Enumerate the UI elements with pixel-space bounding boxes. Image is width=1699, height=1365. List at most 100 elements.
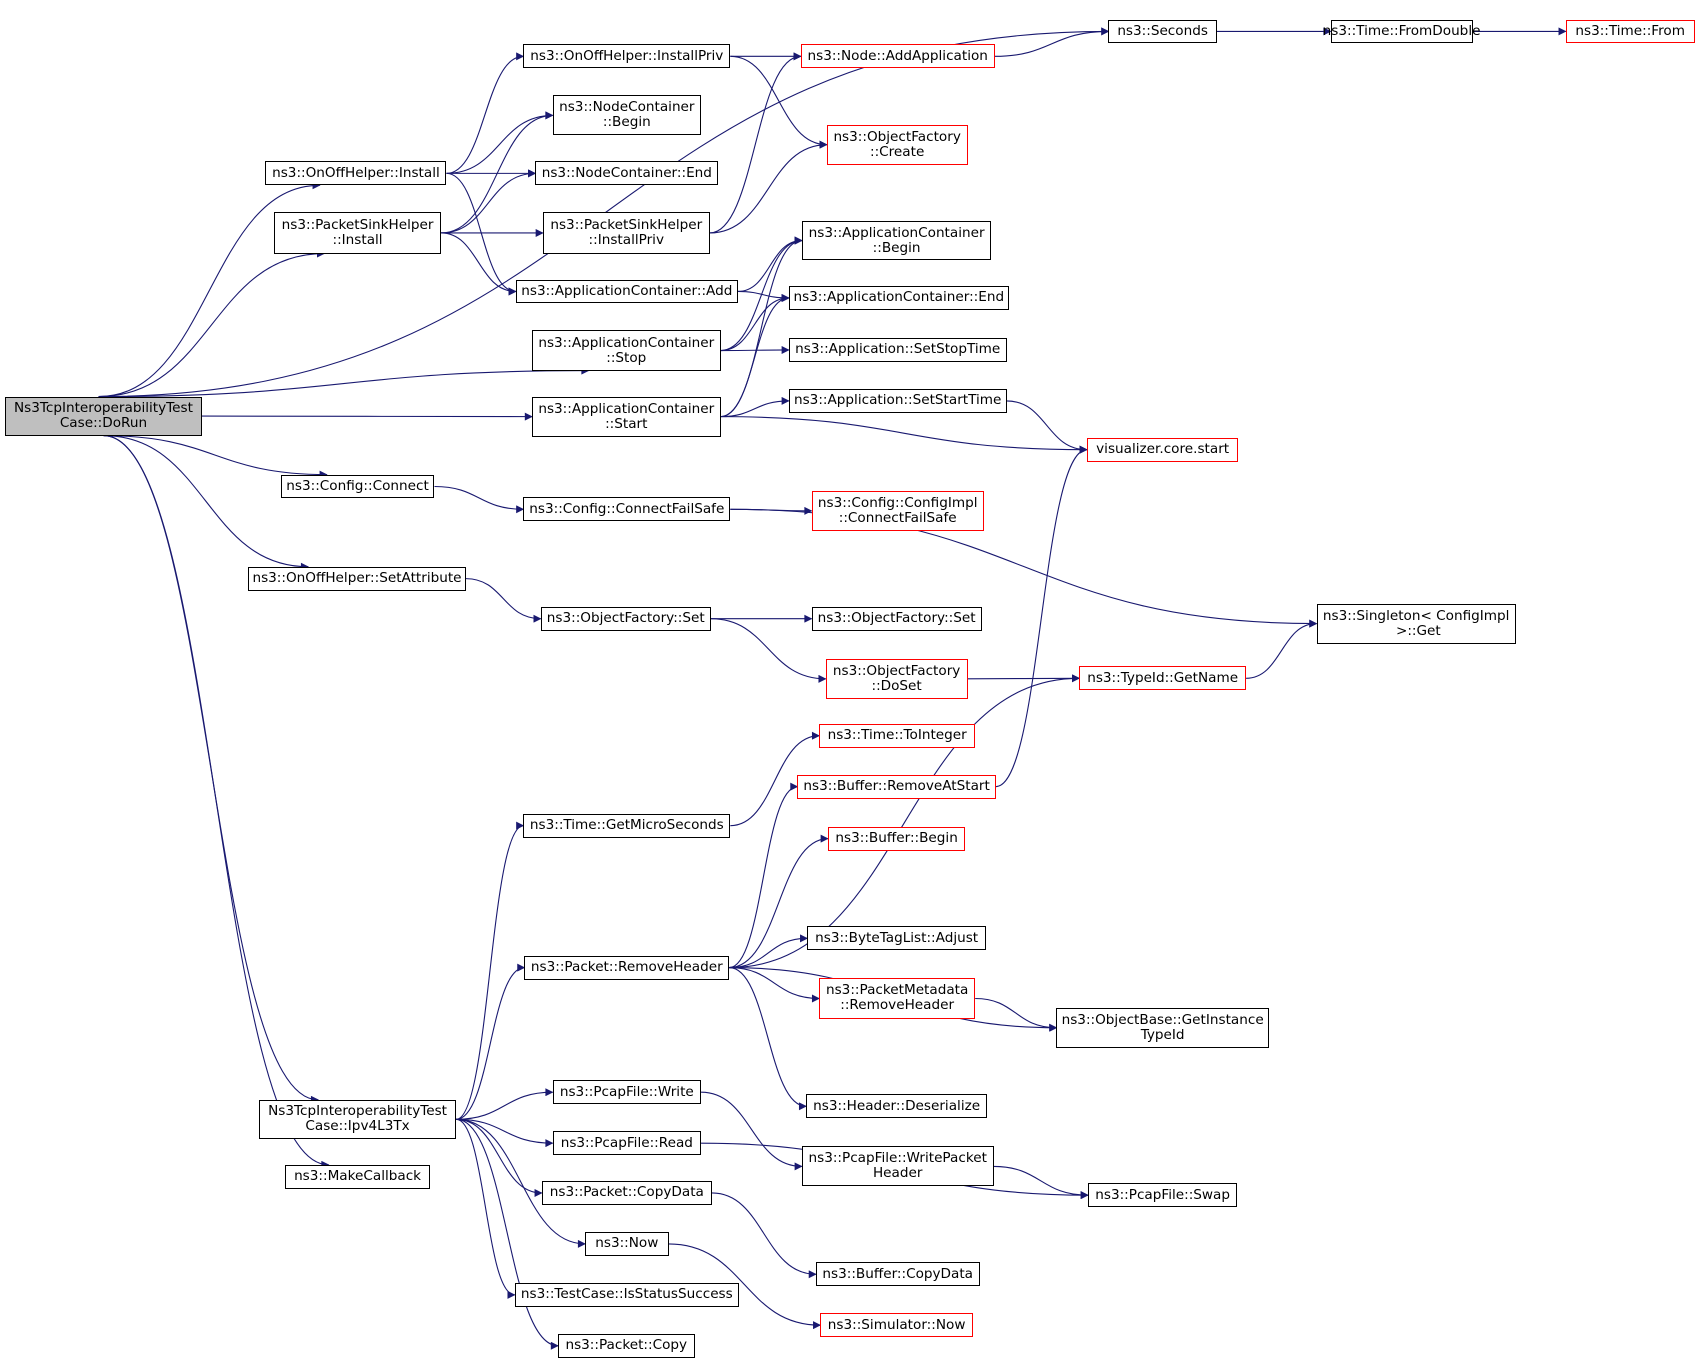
node-fromdouble[interactable]: ns3::Time::FromDouble — [1323, 19, 1480, 44]
edge-pkt-removeheader-to-btl-adjust — [729, 934, 809, 969]
node-app-setstop[interactable]: ns3::Application::SetStopTime — [788, 338, 1007, 362]
node-ac-end[interactable]: ns3::ApplicationContainer::End — [788, 286, 1009, 310]
edge-ipv4l3tx-to-pkt-copy — [456, 1118, 559, 1350]
node-nc-begin[interactable]: ns3::NodeContainer::Begin — [552, 95, 702, 136]
node-hdr-deserialize[interactable]: ns3::Header::Deserialize — [806, 1094, 988, 1119]
edge-psh-install-to-nc-begin — [441, 111, 554, 234]
edge-app-setstart-to-viz-start — [1006, 400, 1088, 454]
node-label-line: TypeId — [1140, 1026, 1185, 1043]
edge-pm-removeheader-to-ob-getinstance — [975, 997, 1058, 1032]
node-cfgimpl-connectfs[interactable]: ns3::Config::ConfigImpl::ConnectFailSafe — [811, 490, 984, 531]
node-pkt-removeheader[interactable]: ns3::Packet::RemoveHeader — [524, 955, 730, 980]
edge-ac-stop-to-ac-begin — [720, 236, 803, 352]
node-label-line: ns3::Time::GetMicroSeconds — [529, 817, 724, 834]
node-tc-isstatussuccess[interactable]: ns3::TestCase::IsStatusSuccess — [514, 1282, 739, 1307]
edge-pkt-removeheader-to-pm-removeheader — [729, 967, 820, 1003]
node-label-line: ns3::Node::AddApplication — [807, 47, 988, 64]
node-label-line: ns3::OnOffHelper::SetAttribute — [252, 570, 462, 587]
edge-ipv4l3tx-to-pkt-copydata — [456, 1118, 543, 1197]
node-buf-begin[interactable]: ns3::Buffer::Begin — [827, 826, 966, 851]
node-pcap-read[interactable]: ns3::PcapFile::Read — [552, 1131, 702, 1156]
node-label-line: ::Create — [869, 143, 925, 160]
edge-onoff-installpriv-to-of-create — [730, 55, 828, 149]
node-label-line: Ns3TcpInteroperabilityTest — [268, 1103, 448, 1120]
node-btl-adjust[interactable]: ns3::ByteTagList::Adjust — [807, 926, 987, 951]
edge-onoff-install-to-onoff-installpriv — [446, 52, 525, 174]
node-seconds[interactable]: ns3::Seconds — [1108, 19, 1217, 44]
node-viz-start[interactable]: visualizer.core.start — [1086, 437, 1239, 462]
node-label-line: ns3::Application::SetStartTime — [793, 392, 1002, 409]
node-label-line: ns3::Buffer::Begin — [835, 830, 958, 847]
node-singleton-get[interactable]: ns3::Singleton< ConfigImpl >::Get — [1316, 603, 1516, 644]
node-typeid-getname[interactable]: ns3::TypeId::GetName — [1079, 666, 1247, 691]
node-label-line: ::InstallPriv — [588, 231, 664, 248]
edge-root-to-onoff-install — [98, 181, 321, 398]
node-cfg-connectfs[interactable]: ns3::Config::ConnectFailSafe — [523, 497, 731, 522]
node-label-line: ns3::Time::FromDouble — [1322, 22, 1481, 39]
node-pcap-write[interactable]: ns3::PcapFile::Write — [552, 1080, 702, 1105]
node-label-line: ns3::ApplicationContainer — [538, 334, 715, 351]
node-ac-stop[interactable]: ns3::ApplicationContainer::Stop — [532, 330, 721, 371]
edge-typeid-getname-to-singleton-get — [1246, 619, 1318, 679]
node-label-line: ns3::ObjectFactory::Set — [817, 610, 976, 627]
node-ac-add[interactable]: ns3::ApplicationContainer::Add — [515, 279, 738, 304]
edge-onoff-install-to-nc-begin — [446, 111, 554, 174]
node-of-set[interactable]: ns3::ObjectFactory::Set — [540, 606, 711, 631]
node-label-line: ns3::Seconds — [1117, 22, 1208, 39]
edge-pcap-write-to-pcap-writepkthdr — [701, 1091, 803, 1171]
node-sim-now[interactable]: ns3::Simulator::Now — [820, 1313, 973, 1338]
node-label-line: Header — [872, 1165, 923, 1182]
node-label-line: ns3::ObjectBase::GetInstance — [1061, 1011, 1264, 1028]
node-label-line: ::Stop — [606, 349, 647, 366]
node-onoff-setattr[interactable]: ns3::OnOffHelper::SetAttribute — [248, 566, 466, 591]
node-nc-end[interactable]: ns3::NodeContainer::End — [535, 161, 719, 186]
node-pcap-swap[interactable]: ns3::PcapFile::Swap — [1087, 1183, 1238, 1208]
node-buf-removeatstart[interactable]: ns3::Buffer::RemoveAtStart — [797, 774, 996, 799]
edge-psh-install-to-nc-end — [441, 169, 537, 234]
node-pkt-copy[interactable]: ns3::Packet::Copy — [558, 1333, 695, 1358]
edge-pkt-removeheader-to-hdr-deserialize — [729, 967, 807, 1111]
node-onoff-install[interactable]: ns3::OnOffHelper::Install — [265, 161, 447, 186]
node-label-line: ns3::Config::Connect — [286, 477, 429, 494]
edge-buf-removeatstart-to-viz-start — [995, 445, 1088, 788]
node-app-setstart[interactable]: ns3::Application::SetStartTime — [788, 388, 1007, 413]
edge-time-getmicro-to-time-tointeger — [730, 731, 820, 827]
edge-root-to-ac-start — [201, 412, 533, 421]
node-makecallback[interactable]: ns3::MakeCallback — [284, 1164, 431, 1189]
edge-pkt-removeheader-to-buf-begin — [729, 834, 829, 969]
node-of-doset[interactable]: ns3::ObjectFactory::DoSet — [825, 658, 968, 699]
node-buf-copydata[interactable]: ns3::Buffer::CopyData — [815, 1262, 980, 1287]
node-node-addapp[interactable]: ns3::Node::AddApplication — [800, 44, 995, 69]
edge-pcap-writepkthdr-to-pcap-swap — [993, 1165, 1089, 1200]
node-psh-install[interactable]: ns3::PacketSinkHelper::Install — [274, 212, 441, 254]
edge-ipv4l3tx-to-pcap-write — [456, 1088, 554, 1120]
node-pkt-copydata[interactable]: ns3::Packet::CopyData — [541, 1181, 712, 1205]
node-of-create[interactable]: ns3::ObjectFactory::Create — [826, 124, 968, 165]
node-onoff-installpriv[interactable]: ns3::OnOffHelper::InstallPriv — [523, 44, 731, 69]
node-ac-begin[interactable]: ns3::ApplicationContainer::Begin — [801, 221, 992, 261]
node-of-set2[interactable]: ns3::ObjectFactory::Set — [811, 606, 982, 631]
edge-onoff-setattr-to-of-set — [465, 578, 542, 623]
edge-ac-add-to-ac-begin — [737, 236, 803, 293]
node-pm-removeheader[interactable]: ns3::PacketMetadata::RemoveHeader — [819, 978, 976, 1019]
node-time-tointeger[interactable]: ns3::Time::ToInteger — [819, 723, 976, 748]
edge-of-doset-to-typeid-getname — [967, 674, 1081, 683]
edge-node-addapp-to-seconds — [994, 27, 1110, 57]
node-label-line: ns3::NodeContainer — [559, 99, 695, 116]
node-label-line: ns3::Buffer::CopyData — [822, 1265, 974, 1282]
node-label-line: ns3::OnOffHelper::InstallPriv — [530, 47, 724, 64]
node-label-line: ns3::ObjectFactory — [833, 128, 961, 145]
node-ac-start[interactable]: ns3::ApplicationContainer::Start — [532, 396, 721, 437]
edge-cfg-connect-to-cfg-connectfs — [434, 485, 525, 514]
node-timefrom[interactable]: ns3::Time::From — [1565, 19, 1695, 44]
node-time-getmicro[interactable]: ns3::Time::GetMicroSeconds — [523, 813, 731, 838]
node-psh-installpriv[interactable]: ns3::PacketSinkHelper::InstallPriv — [542, 212, 710, 254]
node-cfg-connect[interactable]: ns3::Config::Connect — [280, 474, 435, 499]
node-label-line: ns3::Header::Deserialize — [813, 1097, 981, 1114]
node-label-line: ns3::ObjectFactory::Set — [546, 610, 705, 627]
node-now[interactable]: ns3::Now — [585, 1231, 669, 1256]
